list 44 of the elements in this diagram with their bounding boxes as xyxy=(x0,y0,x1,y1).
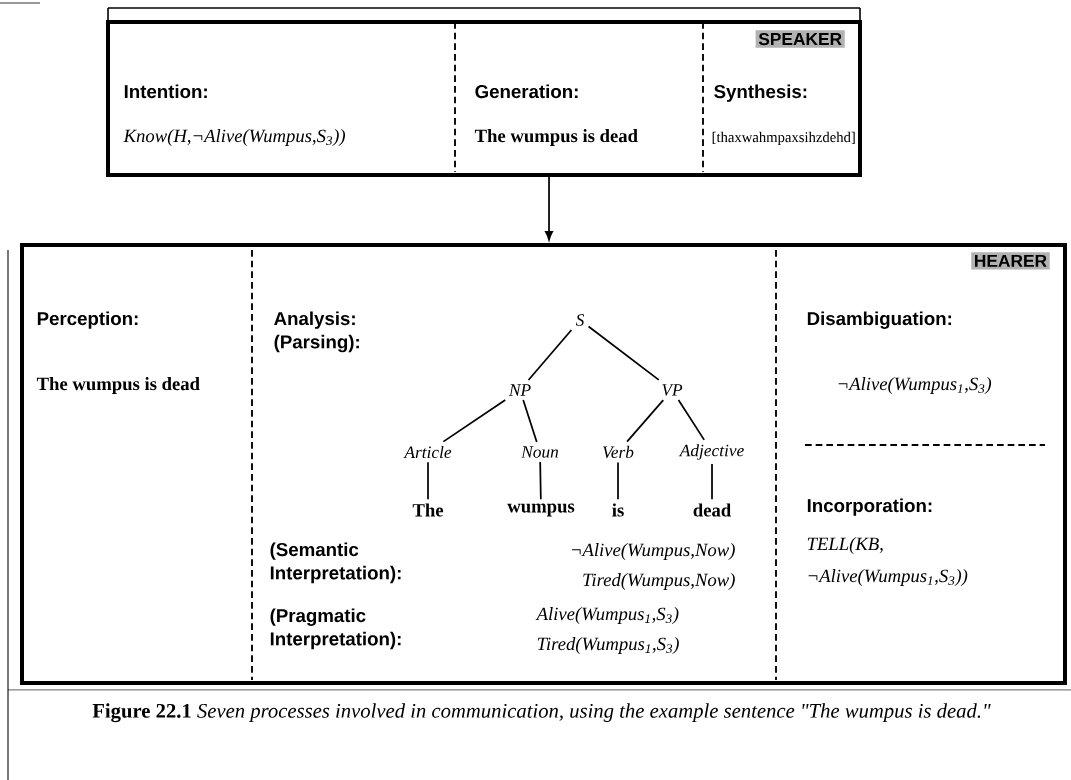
panel-badge: SPEAKER xyxy=(755,30,845,48)
section-heading: (Pragmatic Interpretation): xyxy=(270,608,401,650)
section-heading: Synthesis: xyxy=(714,84,807,102)
tree-branch xyxy=(677,399,706,441)
formula-text: Tired(Wumpus$_{1}$,S$_{3}$) xyxy=(537,637,679,654)
tree-branch xyxy=(427,461,429,501)
formula-text: Know(H,¬Alive(Wumpus,S$_{3}$)) xyxy=(123,129,345,146)
section-heading: Incorporation: xyxy=(807,498,932,516)
tree-branch xyxy=(522,399,538,443)
tree-label: Verb xyxy=(603,445,634,459)
section-heading: (Semantic Interpretation): xyxy=(270,542,401,584)
tree-label: The xyxy=(412,503,444,517)
section-heading: Analysis: (Parsing): xyxy=(274,311,359,353)
tree-branch xyxy=(711,463,713,501)
tree-branch xyxy=(442,399,507,443)
formula-text: ¬Alive(Wumpus$_{1}$,S$_{3}$) xyxy=(838,377,992,394)
tree-branch xyxy=(527,329,573,381)
arrow xyxy=(545,176,553,241)
tree-label: wumpus xyxy=(507,503,575,517)
tree-label: NP xyxy=(508,384,531,396)
sentence-text: The wumpus is dead xyxy=(36,377,200,394)
formula-text: ¬Alive(Wumpus,Now) xyxy=(571,543,735,560)
tree-label: S xyxy=(575,314,585,326)
tree-label: Noun xyxy=(521,446,559,458)
section-heading: Disambiguation: xyxy=(807,311,952,329)
tree-branch xyxy=(539,461,542,501)
tree-label: Adjective xyxy=(678,444,744,460)
section-heading: Perception: xyxy=(37,311,138,329)
figure-caption: Figure 22.1 Seven processes involved in communication, using the example sentence "The wumpus is dead." xyxy=(92,703,991,723)
tree-branch xyxy=(587,325,660,381)
formula-text: Tired(Wumpus,Now) xyxy=(583,573,735,590)
tree-label: dead xyxy=(693,503,731,517)
formula-text: TELL(KB, ¬Alive(Wumpus$_{1}$,S$_{3}$)) xyxy=(807,537,968,586)
section-heading: Intention: xyxy=(124,84,207,99)
tree-label: Article xyxy=(403,445,452,459)
sentence-text: The wumpus is dead xyxy=(474,129,638,146)
tree-label: VP xyxy=(662,384,683,396)
tree-label: is xyxy=(612,503,624,517)
phonetic-text: [thaxwahmpaxsihzdehd] xyxy=(712,131,855,146)
tree-branch xyxy=(626,399,665,443)
formula-text: Alive(Wumpus$_{1}$,S$_{3}$) xyxy=(535,607,679,624)
panel-badge: HEARER xyxy=(971,252,1050,270)
tree-branch xyxy=(617,461,619,501)
section-heading: Generation: xyxy=(475,84,578,99)
